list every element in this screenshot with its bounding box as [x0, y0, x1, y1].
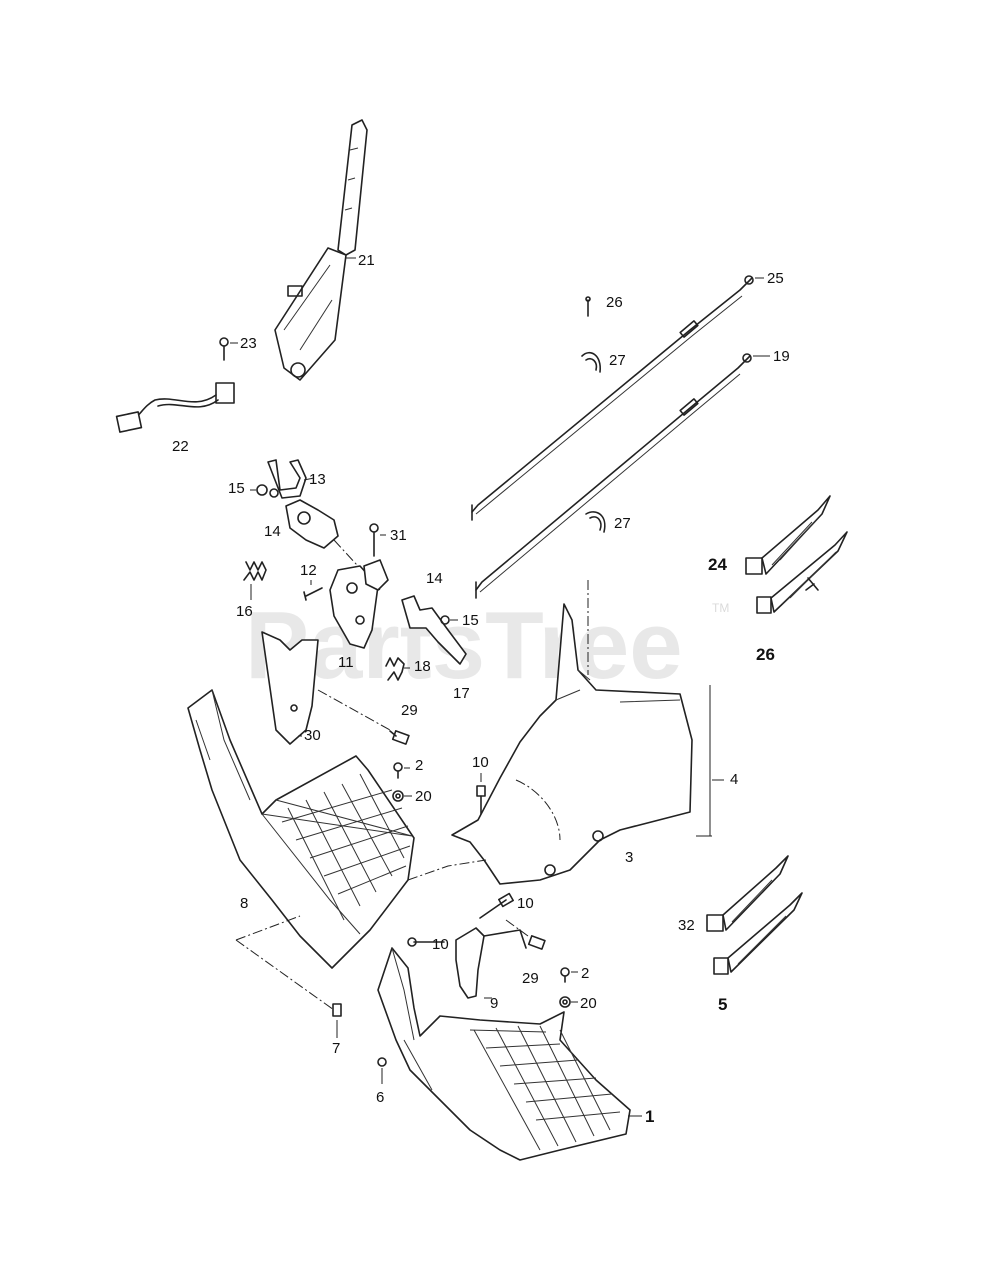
part-22-harness: [115, 382, 235, 433]
callout-26b: 26: [756, 645, 775, 664]
part-10-bolt-c: [407, 937, 445, 947]
callout-29a: 29: [401, 702, 418, 719]
callout-20b: 20: [580, 995, 597, 1012]
callout-29b: 29: [522, 970, 539, 987]
watermark-trademark: TM: [712, 601, 729, 615]
part-32-cable-tie: [706, 855, 789, 932]
callout-14b: 14: [426, 570, 443, 587]
callout-22: 22: [172, 438, 189, 455]
part-2-screw-top: [393, 762, 410, 779]
part-2-screw-bottom: [560, 967, 578, 983]
part-1-floor-panel: [377, 947, 642, 1161]
part-3-cover: [451, 603, 693, 885]
callout-14a: 14: [264, 523, 281, 540]
callout-10b: 10: [517, 895, 534, 912]
callout-24: 24: [708, 555, 727, 574]
part-31-screw: [363, 523, 389, 591]
part-26-pin: [585, 296, 591, 317]
callout-4: 4: [730, 771, 738, 788]
part-6-screw: [377, 1057, 387, 1084]
callout-17: 17: [453, 685, 470, 702]
part-20-nut-bottom: [559, 996, 578, 1008]
part-19-cable: [475, 353, 770, 599]
part-20-nut-top: [392, 790, 412, 802]
callout-16: 16: [236, 603, 253, 620]
callout-6: 6: [376, 1089, 384, 1106]
part-23-screw: [219, 337, 238, 361]
callout-20a: 20: [415, 788, 432, 805]
callout-31: 31: [390, 527, 407, 544]
part-26-cable-tie: [756, 531, 848, 614]
callout-3: 3: [625, 849, 633, 866]
part-4-bracket: [587, 580, 724, 837]
callout-2a: 2: [415, 757, 423, 774]
part-17-pedal: [401, 595, 467, 665]
callout-5: 5: [718, 995, 727, 1014]
callout-15a: 15: [228, 480, 245, 497]
callout-10a: 10: [472, 754, 489, 771]
callout-27b: 27: [614, 515, 631, 532]
callout-7: 7: [332, 1040, 340, 1057]
part-27-clip-top: [581, 351, 601, 373]
callout-30: 30: [304, 727, 321, 744]
callout-8: 8: [240, 895, 248, 912]
part-5-cable-tie: [713, 892, 803, 975]
part-12-bolt: [303, 580, 323, 601]
callout-13: 13: [309, 471, 326, 488]
callout-19: 19: [773, 348, 790, 365]
callout-12: 12: [300, 562, 317, 579]
part-29-bolt-bottom: [505, 919, 546, 950]
callout-9: 9: [490, 995, 498, 1012]
part-21-lever: [274, 119, 368, 381]
part-9-bracket: [455, 927, 527, 999]
callout-32: 32: [678, 917, 695, 934]
assembly-lines: [235, 859, 487, 1011]
part-16-spring: [243, 561, 267, 600]
callout-25: 25: [767, 270, 784, 287]
part-29-bolt-top: [317, 689, 410, 745]
part-7-screw: [332, 1003, 342, 1038]
part-18-spring: [385, 657, 410, 681]
part-13-bracket: [250, 459, 315, 499]
callout-18: 18: [414, 658, 431, 675]
part-27-clip-bottom: [585, 511, 606, 533]
part-10-bolt-b: [479, 892, 514, 919]
callout-15b: 15: [462, 612, 479, 629]
part-8-floor-panel: [187, 689, 415, 969]
callout-1: 1: [645, 1107, 654, 1126]
callout-27a: 27: [609, 352, 626, 369]
callout-2b: 2: [581, 965, 589, 982]
part-30-plate: [261, 631, 319, 745]
callout-23: 23: [240, 335, 257, 352]
part-25-cable: [471, 275, 764, 521]
callout-11: 11: [338, 654, 354, 671]
callout-21: 21: [358, 252, 375, 269]
callout-10c: 10: [432, 936, 449, 953]
callout-26a: 26: [606, 294, 623, 311]
part-24-cable-tie: [745, 495, 831, 575]
